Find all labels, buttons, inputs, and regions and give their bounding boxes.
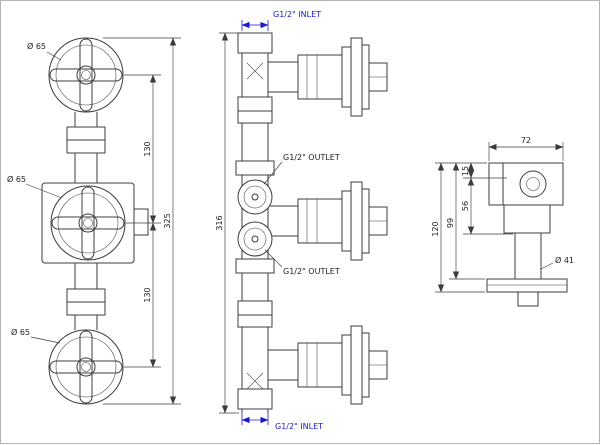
side-view: 72 15 56 99 120 Ø 41 bbox=[431, 136, 574, 307]
front-view: Ø 65 Ø 65 Ø 65 130 130 325 bbox=[7, 37, 181, 405]
valve-assembly-middle bbox=[267, 181, 388, 261]
coupling-nut bbox=[235, 160, 275, 176]
coupling-nut bbox=[237, 96, 273, 112]
pipe-fitting-top bbox=[237, 32, 273, 54]
dia-callout-bottom: Ø 65 bbox=[11, 327, 61, 344]
coupling-nut bbox=[66, 126, 106, 141]
dim-99: 99 bbox=[446, 218, 455, 228]
dia-label-top: Ø 65 bbox=[27, 41, 46, 51]
dim-56: 56 bbox=[461, 201, 470, 211]
dim-72: 72 bbox=[521, 136, 531, 145]
coupling-nut bbox=[237, 110, 273, 124]
outlet-label-lower: G1/2" OUTLET bbox=[283, 267, 340, 276]
outlet-callout-upper: G1/2" OUTLET bbox=[263, 153, 340, 185]
dim-316: 316 bbox=[215, 215, 224, 230]
inlet-callout-top: G1/2" INLET bbox=[241, 10, 321, 31]
inlet-label-top: G1/2" INLET bbox=[273, 10, 321, 19]
dimension-overall-front: 325 bbox=[103, 37, 181, 405]
dia-label-middle: Ø 65 bbox=[7, 174, 26, 184]
dimension-handle-spacing: 130 130 bbox=[124, 74, 161, 368]
section-view: G1/2" OUTLET G1/2" OUTLET G1/2" INLET G1… bbox=[215, 10, 388, 431]
dimension-overall-section: 316 bbox=[215, 32, 239, 414]
wall-flange bbox=[350, 181, 363, 261]
dim-130-upper: 130 bbox=[143, 141, 152, 156]
escutcheon-plate bbox=[486, 278, 568, 293]
dim-130-lower: 130 bbox=[143, 287, 152, 302]
handle-middle bbox=[50, 185, 126, 261]
handle-bottom bbox=[48, 329, 124, 405]
side-stem bbox=[514, 232, 542, 280]
dim-325: 325 bbox=[163, 213, 172, 228]
dia-callout-top: Ø 65 bbox=[27, 41, 62, 61]
valve-assembly-top bbox=[246, 37, 388, 117]
coupling-nut bbox=[66, 288, 106, 303]
coupling-nut bbox=[66, 139, 106, 154]
inlet-callout-bottom: G1/2" INLET bbox=[241, 413, 323, 431]
dia-label-bottom: Ø 65 bbox=[11, 327, 30, 337]
side-body-mid bbox=[503, 204, 551, 234]
side-flange-edge bbox=[488, 162, 504, 206]
wall-flange bbox=[350, 325, 363, 405]
coupling-nut bbox=[66, 301, 106, 316]
coupling-nut bbox=[235, 258, 275, 274]
handle-top bbox=[48, 37, 124, 113]
pipe-fitting-bottom bbox=[237, 388, 273, 410]
handle-hub bbox=[519, 170, 547, 198]
dim-120: 120 bbox=[431, 221, 440, 236]
coupling-nut bbox=[237, 314, 273, 328]
pipe-stub bbox=[517, 291, 539, 307]
outlet-stub bbox=[133, 208, 149, 236]
dimension-stack-left: 15 56 99 120 bbox=[431, 162, 513, 293]
outlet-port-lower bbox=[237, 221, 273, 257]
dimension-72: 72 bbox=[488, 136, 564, 161]
dia-label-pipe: Ø 41 bbox=[555, 255, 574, 265]
dia-callout-middle: Ø 65 bbox=[7, 174, 63, 199]
outlet-label-upper: G1/2" OUTLET bbox=[283, 153, 340, 162]
valve-body-column bbox=[66, 112, 106, 330]
valve-assembly-bottom bbox=[246, 325, 388, 405]
inlet-label-bottom: G1/2" INLET bbox=[275, 422, 323, 431]
outlet-callout-lower: G1/2" OUTLET bbox=[264, 249, 340, 276]
coupling-nut bbox=[237, 300, 273, 316]
outlet-port-upper bbox=[237, 179, 273, 215]
wall-flange bbox=[350, 37, 363, 117]
dim-15: 15 bbox=[461, 166, 470, 176]
dia-callout-pipe: Ø 41 bbox=[540, 255, 574, 270]
